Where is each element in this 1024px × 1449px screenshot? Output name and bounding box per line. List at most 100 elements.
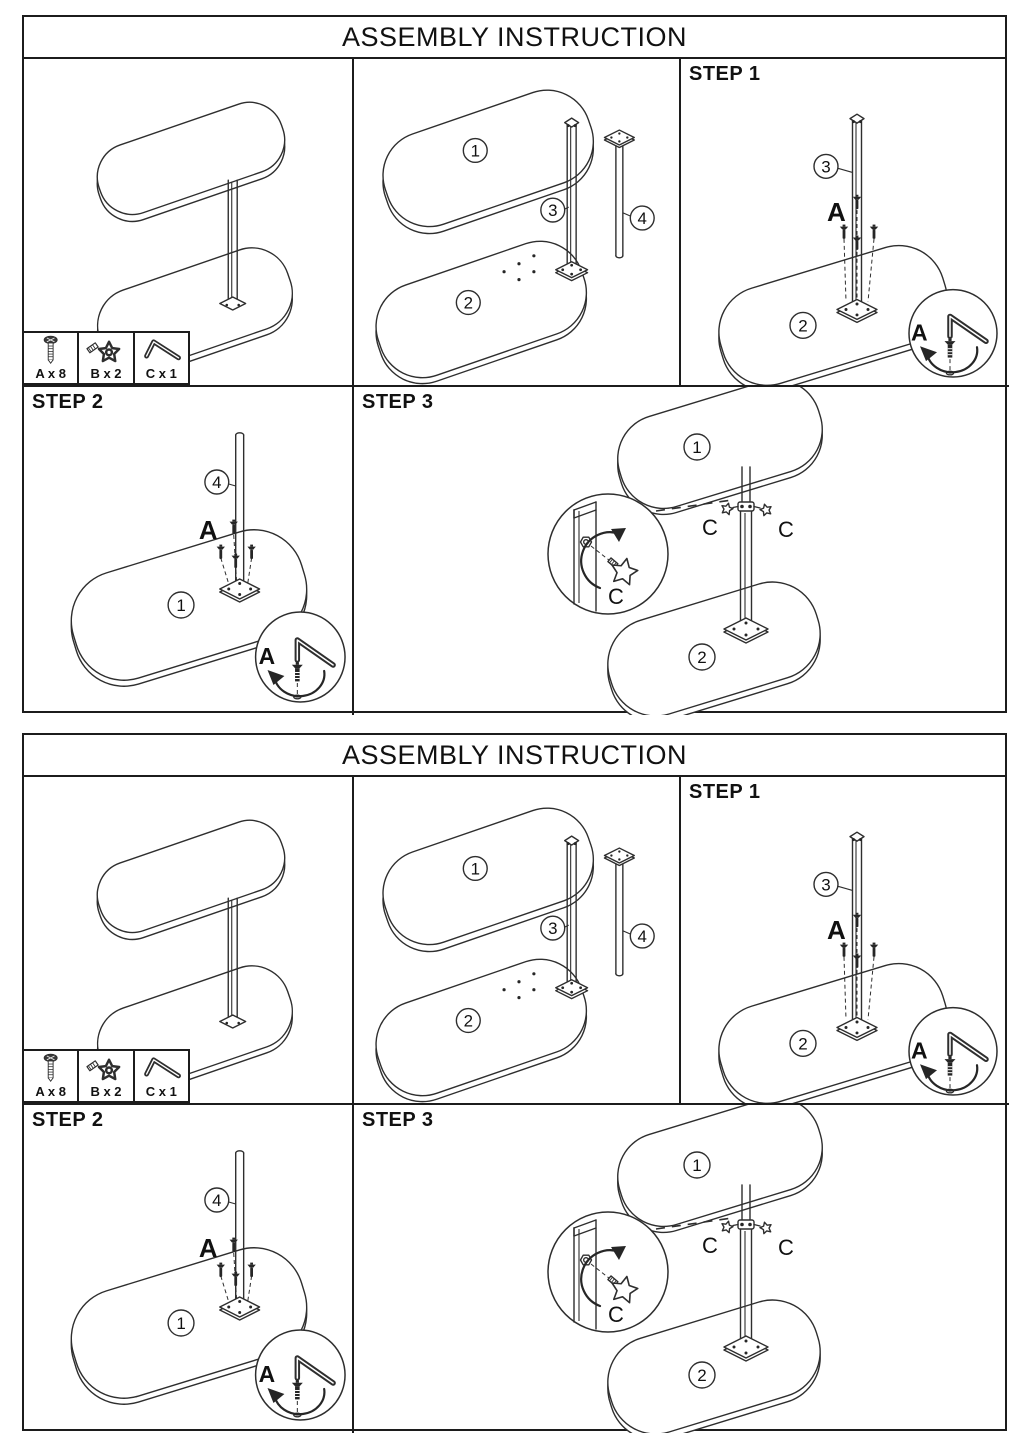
hardware-legend: A x 8 B x 2 [24, 331, 190, 385]
svg-text:3: 3 [821, 875, 830, 894]
cell-step-1: STEP 1 2 3 [681, 777, 1009, 1105]
step-3-label: STEP 3 [362, 1109, 434, 1131]
step-3-drawing: 1 2 [547, 387, 823, 715]
rotation-arrow [580, 531, 622, 590]
step1-flange [836, 298, 878, 324]
knob-c-callout-right: C [778, 517, 794, 542]
circled-number-1: 1 [683, 1151, 711, 1179]
step1-post [849, 113, 865, 307]
step3-pole [741, 1184, 751, 1222]
step-3-drawing: 1 2 [547, 1105, 823, 1433]
knob-c-callout: C [608, 1302, 624, 1327]
svg-text:1: 1 [176, 1314, 185, 1333]
legend-item-screw-a: A x 8 [24, 1051, 80, 1101]
circled-number-2: 2 [688, 1361, 716, 1389]
star-knob-icon [86, 1058, 121, 1081]
tool-detail-callout: A [254, 1329, 346, 1421]
step-1-label: STEP 1 [689, 781, 761, 803]
rotation-arrow [273, 1387, 326, 1416]
legend-item-key-c: C x 1 [135, 1051, 188, 1101]
tool-detail-callout: A [254, 611, 346, 703]
screw-a-callout: A [827, 199, 846, 227]
step3-top-panel [617, 1105, 823, 1234]
legend-item-key-c: C x 1 [135, 333, 188, 383]
step3-post [739, 1228, 753, 1346]
screw-a-callout: A [259, 1361, 276, 1387]
parts-drawing: 1 2 [375, 807, 655, 1103]
tool-detail-callout: A [908, 288, 998, 378]
step3-junction-collar [737, 1219, 755, 1230]
step3-top-panel [617, 387, 823, 516]
legend-label-b: B x 2 [90, 365, 122, 381]
cell-step-3: STEP 3 1 2 [354, 1105, 1009, 1433]
svg-text:2: 2 [464, 293, 473, 312]
screw-a-callout: A [199, 1235, 218, 1263]
step-3-label: STEP 3 [362, 391, 434, 413]
detail-leader-line [655, 499, 733, 512]
knob-detail-callout: C [547, 1211, 669, 1333]
detail-leader-line [655, 1217, 733, 1230]
screw-a-icon [944, 338, 956, 358]
tool-detail-callout: A [908, 1006, 998, 1096]
step3-flange [723, 617, 769, 644]
step3-pole [741, 466, 751, 504]
step3-post [739, 510, 753, 628]
sheet-title-bar: ASSEMBLY INSTRUCTION [24, 735, 1005, 777]
step3-knob-left [721, 502, 739, 516]
legend-label-b: B x 2 [90, 1083, 122, 1099]
circled-number-4: 4 [204, 1187, 236, 1213]
product-base-collar [219, 296, 247, 311]
svg-text:1: 1 [692, 1156, 701, 1175]
allen-key-icon [143, 1057, 181, 1079]
cell-parts-overview: 1 2 [354, 777, 681, 1105]
screw-a-icon [944, 1056, 956, 1076]
circled-number-2: 2 [789, 311, 817, 339]
screw-a-callout: A [199, 517, 218, 545]
step1-screws [839, 912, 879, 1020]
circled-number-4: 4 [204, 469, 236, 495]
star-knob-icon [607, 1275, 639, 1304]
flat-head-screw-icon [43, 1053, 58, 1083]
circled-number-4: 4 [623, 923, 655, 949]
cell-step-2: STEP 2 1 4 [24, 387, 354, 715]
step1-base-panel [718, 962, 948, 1103]
part-3-post [555, 117, 589, 282]
sheet-title-bar: ASSEMBLY INSTRUCTION [24, 17, 1005, 59]
product-top-panel [96, 819, 286, 941]
svg-text:1: 1 [176, 596, 185, 615]
part-2-panel [375, 240, 588, 385]
step1-base-panel [718, 244, 948, 385]
screw-a-callout: A [911, 1037, 928, 1063]
svg-text:2: 2 [697, 1366, 706, 1385]
legend-label-c: C x 1 [145, 1083, 177, 1099]
step-1-drawing: 2 3 [718, 831, 998, 1103]
cell-product-overview: A x 8 B x 2 [24, 777, 354, 1105]
screw-a-icon [291, 662, 303, 682]
part-1-panel [382, 89, 595, 235]
circled-number-3: 3 [540, 197, 569, 223]
knob-c-callout-left: C [702, 515, 718, 540]
svg-text:2: 2 [464, 1011, 473, 1030]
part-4-pole [603, 847, 635, 977]
cell-step-2: STEP 2 1 4 [24, 1105, 354, 1433]
legend-label-a: A x 8 [35, 1083, 66, 1099]
step-1-label: STEP 1 [689, 63, 761, 85]
step-1-drawing: 2 3 [718, 113, 998, 385]
step2-flange [219, 1296, 261, 1321]
screw-a-callout: A [259, 643, 276, 669]
step3-knob-left [721, 1220, 739, 1234]
part-1-panel [382, 807, 595, 953]
legend-item-screw-a: A x 8 [24, 333, 80, 383]
step3-junction-collar [737, 501, 755, 512]
step-2-label: STEP 2 [32, 391, 104, 413]
circled-number-1: 1 [462, 137, 488, 164]
circled-number-3: 3 [813, 153, 853, 179]
circled-number-3: 3 [813, 871, 853, 897]
legend-item-knob-b: B x 2 [79, 333, 135, 383]
screw-a-callout: A [827, 917, 846, 945]
circled-number-2: 2 [455, 1007, 481, 1034]
knob-c-callout-right: C [778, 1235, 794, 1260]
allen-key-icon [143, 339, 181, 361]
rotation-arrow [925, 346, 979, 374]
circled-number-1: 1 [462, 855, 488, 882]
